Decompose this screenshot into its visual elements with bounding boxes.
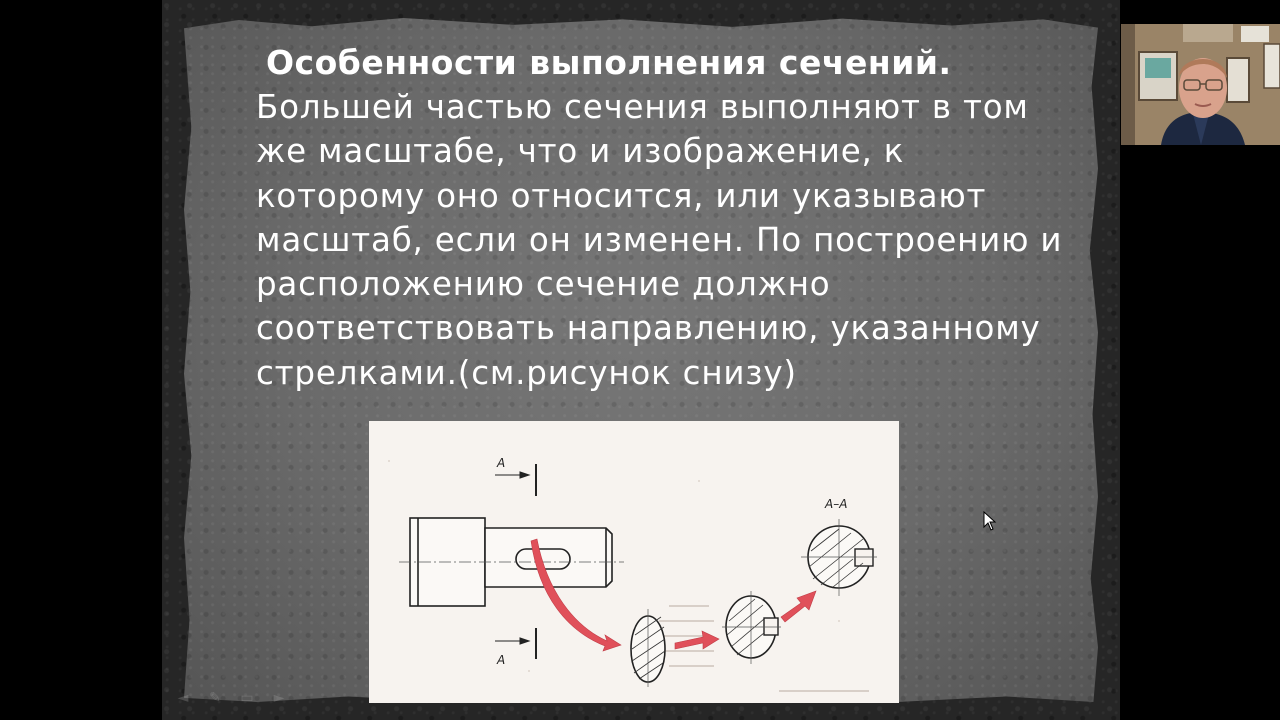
pen-tool-button[interactable]: ✎: [209, 690, 221, 706]
slide-title: Особенности выполнения сечений.: [266, 43, 952, 82]
slide-menu-button[interactable]: ▭: [240, 690, 254, 706]
presentation-slide: Особенности выполнения сечений. Большей …: [162, 0, 1120, 720]
cut-label-bottom: А: [497, 653, 506, 667]
section-a-a: [801, 519, 877, 596]
webcam-video-feed: [1121, 24, 1280, 145]
slide-body-text: Большей частью сечения выполняют в том ж…: [256, 88, 1063, 392]
slideshow-controls: ◄ ✎ ▭ ►: [170, 690, 292, 706]
webcam-presenter-image: [1121, 24, 1280, 145]
cut-label-top: А: [497, 456, 506, 470]
section-drawing-figure: А А А–А: [369, 421, 899, 703]
print-noise: [388, 460, 840, 672]
section-oblique: [630, 609, 666, 687]
mouse-cursor-icon: [983, 511, 997, 531]
direction-arrows: [530, 538, 817, 652]
section-label-a-a: А–А: [825, 497, 848, 511]
faint-background-text: [659, 605, 869, 692]
previous-slide-button[interactable]: ◄: [177, 690, 189, 706]
technical-drawing: [388, 460, 877, 692]
next-slide-button[interactable]: ►: [273, 690, 285, 706]
section-rotated: [722, 591, 781, 664]
torn-paper-panel: [184, 18, 1098, 702]
view-arrows: [495, 471, 531, 645]
